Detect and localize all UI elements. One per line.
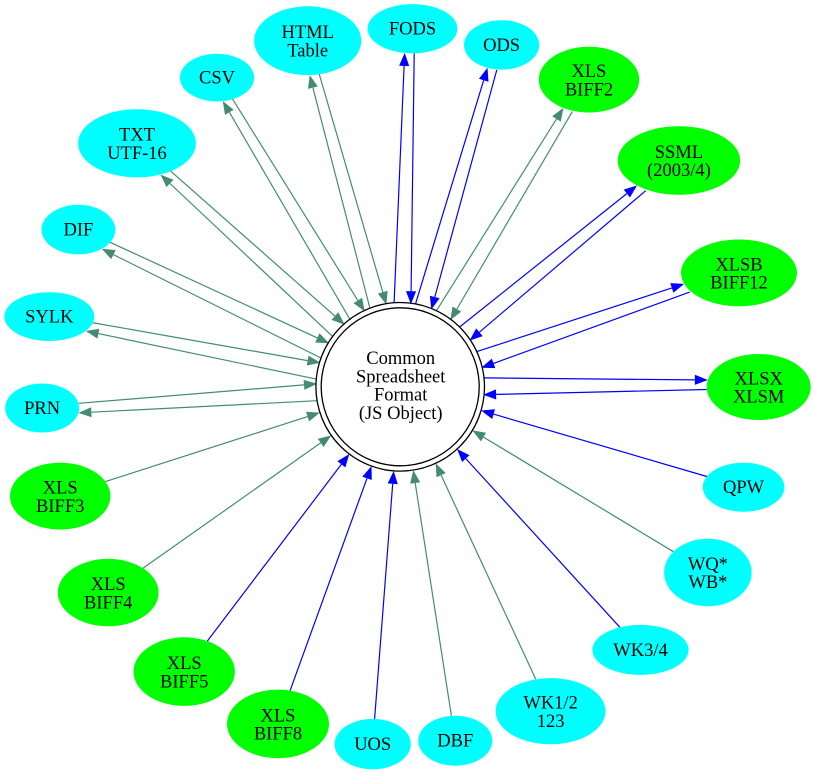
svg-text:XLS: XLS [261, 706, 296, 726]
svg-text:BIFF5: BIFF5 [160, 672, 208, 692]
svg-text:FODS: FODS [389, 20, 436, 40]
svg-text:BIFF2: BIFF2 [565, 80, 613, 100]
svg-text:XLS: XLS [91, 575, 126, 595]
svg-text:XLSB: XLSB [715, 255, 762, 275]
svg-text:BIFF3: BIFF3 [36, 497, 84, 517]
svg-text:ODS: ODS [483, 36, 520, 56]
svg-text:XLS: XLS [167, 654, 202, 674]
svg-text:DBF: DBF [437, 732, 473, 752]
svg-text:WB*: WB* [688, 573, 727, 593]
svg-text:PRN: PRN [24, 399, 60, 419]
svg-text:SSML: SSML [655, 143, 703, 163]
svg-text:WK3/4: WK3/4 [613, 641, 667, 661]
svg-text:TXT: TXT [119, 126, 155, 146]
svg-text:WQ*: WQ* [688, 555, 728, 575]
svg-text:CSV: CSV [199, 69, 236, 89]
svg-text:HTML: HTML [281, 23, 333, 43]
svg-text:DIF: DIF [63, 221, 93, 241]
svg-text:UTF-16: UTF-16 [107, 144, 167, 164]
svg-text:UOS: UOS [354, 735, 391, 755]
svg-text:123: 123 [537, 712, 565, 732]
svg-text:XLS: XLS [43, 479, 78, 499]
svg-text:Table: Table [287, 41, 328, 61]
svg-text:BIFF12: BIFF12 [710, 274, 768, 294]
svg-text:Format: Format [374, 386, 428, 406]
svg-text:XLS: XLS [572, 62, 607, 82]
svg-text:BIFF4: BIFF4 [84, 593, 132, 613]
svg-text:Common: Common [366, 349, 435, 369]
svg-text:(JS Object): (JS Object) [359, 404, 443, 424]
svg-text:BIFF8: BIFF8 [254, 725, 302, 745]
svg-text:(2003/4): (2003/4) [647, 161, 711, 181]
svg-text:WK1/2: WK1/2 [523, 694, 577, 714]
svg-text:XLSM: XLSM [733, 388, 784, 408]
svg-text:XLSX: XLSX [735, 369, 784, 389]
svg-text:QPW: QPW [723, 478, 765, 498]
svg-text:SYLK: SYLK [25, 308, 74, 328]
svg-text:Spreadsheet: Spreadsheet [356, 368, 446, 388]
